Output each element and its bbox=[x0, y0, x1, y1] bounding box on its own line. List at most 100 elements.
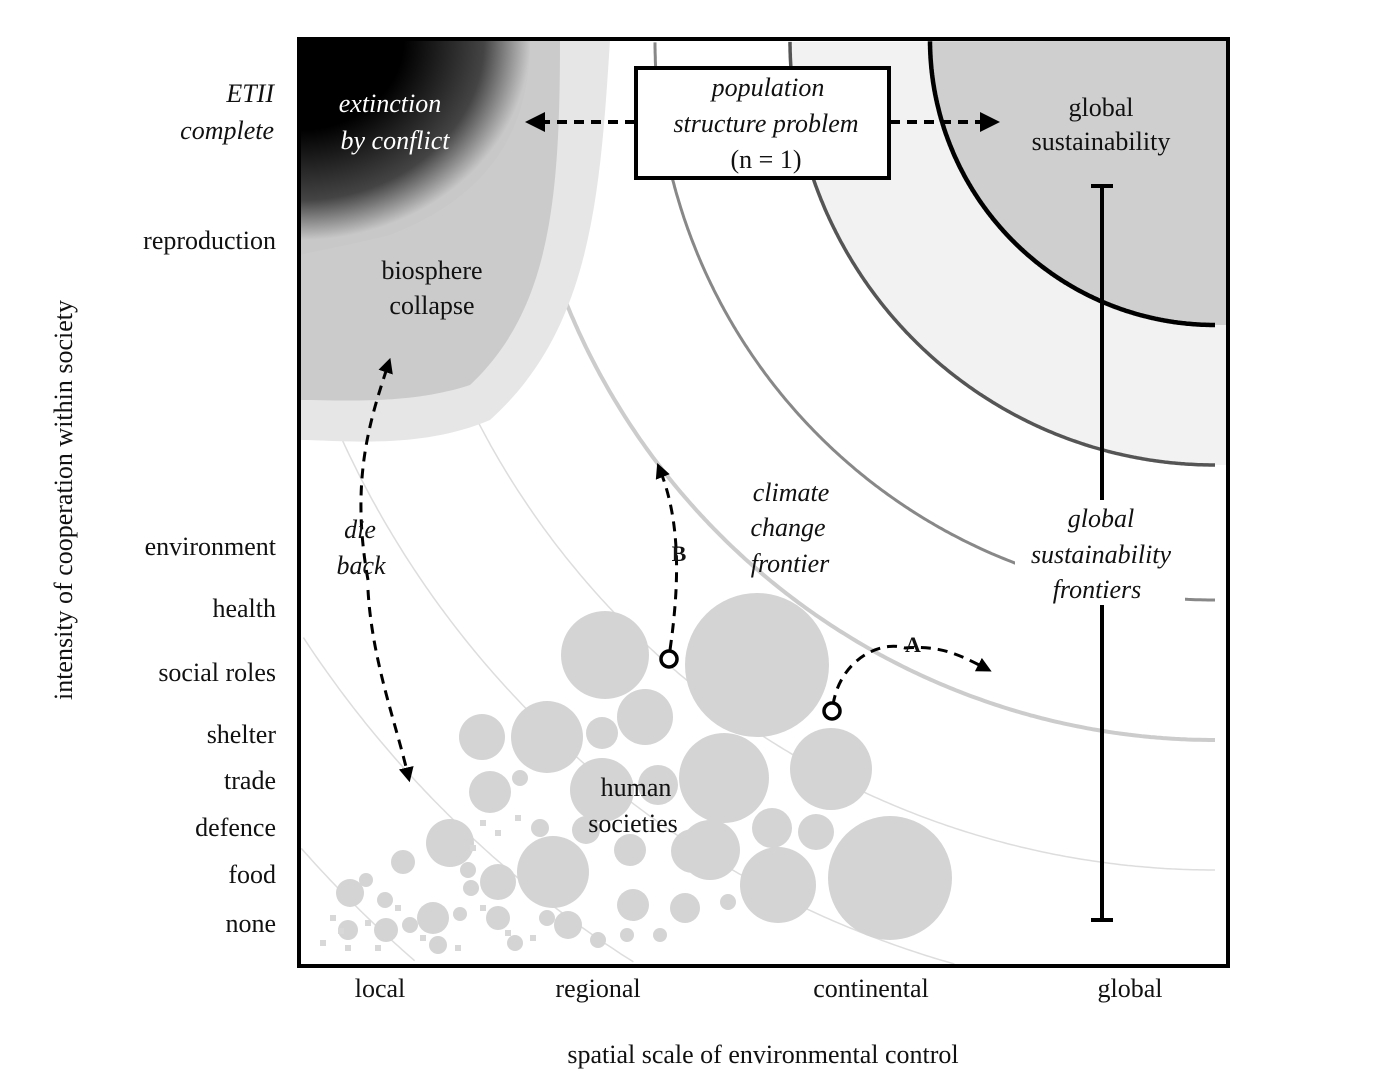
society-circle bbox=[336, 879, 364, 907]
society-circle bbox=[517, 836, 589, 908]
society-circle bbox=[469, 771, 511, 813]
plot-frame bbox=[297, 37, 1230, 968]
society-square bbox=[470, 845, 476, 851]
society-circle bbox=[671, 829, 715, 873]
society-circle bbox=[402, 917, 418, 933]
society-circle bbox=[617, 689, 673, 745]
society-circle bbox=[417, 902, 449, 934]
x-tick-local: local bbox=[355, 974, 406, 1003]
global-sustainability-label-1: global bbox=[1069, 93, 1134, 122]
society-circle bbox=[426, 819, 474, 867]
society-circle bbox=[539, 910, 555, 926]
y-tick-etii: ETII bbox=[225, 79, 275, 108]
climate-label-2: change bbox=[750, 513, 825, 542]
society-circle bbox=[572, 816, 600, 844]
society-circle bbox=[679, 733, 769, 823]
society-circle bbox=[480, 864, 516, 900]
society-circle bbox=[720, 894, 736, 910]
y-tick-environment: environment bbox=[145, 532, 277, 561]
path-b-arrow bbox=[655, 463, 679, 651]
x-tick-global: global bbox=[1098, 974, 1163, 1003]
path-a-arrow bbox=[831, 644, 992, 706]
society-square bbox=[365, 920, 371, 926]
society-circle bbox=[338, 920, 358, 940]
society-square bbox=[530, 935, 536, 941]
human-societies-label-1: human bbox=[601, 773, 672, 802]
box-line3: (n = 1) bbox=[731, 145, 802, 174]
society-square bbox=[330, 915, 336, 921]
society-circle bbox=[617, 889, 649, 921]
x-tick-continental: continental bbox=[813, 974, 929, 1003]
society-circle bbox=[512, 770, 528, 786]
society-square bbox=[345, 945, 351, 951]
society-square bbox=[480, 820, 486, 826]
die-back-label-2: back bbox=[336, 551, 386, 580]
society-circle bbox=[685, 593, 829, 737]
society-circle bbox=[828, 816, 952, 940]
society-square bbox=[455, 945, 461, 951]
climate-label-3: frontier bbox=[751, 549, 830, 578]
society-circle bbox=[531, 819, 549, 837]
society-square bbox=[338, 928, 344, 934]
society-circle bbox=[459, 714, 505, 760]
extinction-label-2: by conflict bbox=[340, 126, 450, 155]
path-b-start bbox=[659, 649, 679, 669]
extinction-label-1: extinction bbox=[339, 89, 442, 118]
society-circle bbox=[460, 862, 476, 878]
path-b-label: B bbox=[672, 541, 687, 566]
biosphere-label-2: collapse bbox=[389, 291, 474, 320]
path-a-label: A bbox=[905, 632, 921, 657]
society-circle bbox=[798, 814, 834, 850]
extinction-zone bbox=[301, 41, 530, 255]
society-circle bbox=[511, 701, 583, 773]
society-circle bbox=[670, 893, 700, 923]
population-structure-box bbox=[634, 66, 891, 180]
society-circle bbox=[740, 847, 816, 923]
die-back-arrow-up bbox=[359, 357, 393, 581]
society-circle bbox=[391, 850, 415, 874]
society-circle bbox=[752, 808, 792, 848]
society-square bbox=[495, 830, 501, 836]
y-tick-social-roles: social roles bbox=[158, 658, 276, 687]
society-circle bbox=[374, 918, 398, 942]
society-circle bbox=[453, 907, 467, 921]
society-square bbox=[420, 935, 426, 941]
frontiers-label-3: frontiers bbox=[1053, 575, 1142, 604]
die-back-arrow-down bbox=[366, 589, 414, 783]
society-square bbox=[375, 945, 381, 951]
frontier-arc bbox=[301, 847, 416, 962]
climate-label-1: climate bbox=[753, 478, 830, 507]
y-tick-health: health bbox=[212, 594, 276, 623]
y-axis-title: intensity of cooperation within society bbox=[49, 300, 78, 700]
society-circle bbox=[586, 717, 618, 749]
society-circle bbox=[614, 834, 646, 866]
society-circle bbox=[359, 873, 373, 887]
y-tick-trade: trade bbox=[224, 766, 276, 795]
y-tick-none: none bbox=[225, 909, 276, 938]
society-circle bbox=[561, 611, 649, 699]
global-sustainability-label-2: sustainability bbox=[1032, 127, 1171, 156]
frontiers-label-2: sustainability bbox=[1031, 540, 1172, 569]
society-circle bbox=[507, 935, 523, 951]
society-circle bbox=[638, 765, 678, 805]
society-square bbox=[320, 940, 326, 946]
y-tick-food: food bbox=[228, 860, 276, 889]
society-circle bbox=[620, 928, 634, 942]
path-a-start bbox=[822, 701, 842, 721]
society-circle bbox=[429, 936, 447, 954]
society-square bbox=[505, 930, 511, 936]
box-line1: population bbox=[710, 73, 825, 102]
society-square bbox=[515, 815, 521, 821]
society-circle bbox=[570, 758, 634, 822]
frontiers-label-1: global bbox=[1068, 504, 1134, 533]
sustainability-zone-core bbox=[930, 41, 1226, 325]
y-tick-shelter: shelter bbox=[207, 720, 277, 749]
human-societies-label-2: societies bbox=[588, 809, 678, 838]
y-tick-defence: defence bbox=[195, 813, 276, 842]
society-circle bbox=[653, 928, 667, 942]
x-axis-title: spatial scale of environmental control bbox=[567, 1040, 958, 1069]
y-tick-complete: complete bbox=[180, 116, 274, 145]
biosphere-label-1: biosphere bbox=[381, 256, 482, 285]
y-tick-reproduction: reproduction bbox=[143, 226, 276, 255]
